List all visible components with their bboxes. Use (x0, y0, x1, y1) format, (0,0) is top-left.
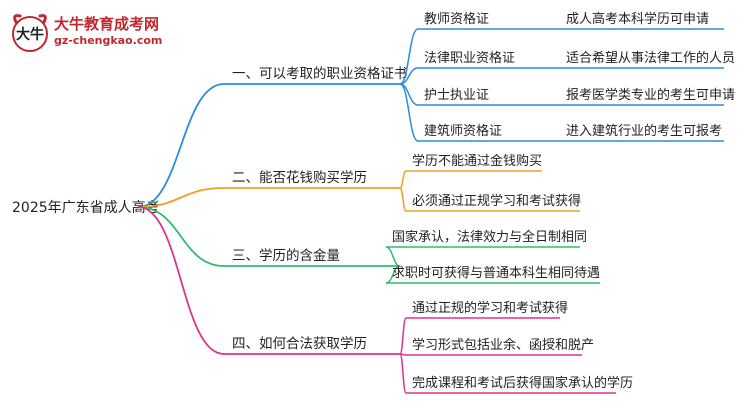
leaf-detail: 进入建筑行业的考生可报考 (566, 123, 722, 139)
leaf-connector (399, 187, 407, 212)
branch-connector (137, 187, 225, 208)
leaf-label: 必须通过正规学习和考试获得 (412, 193, 581, 209)
branch-label: 三、学历的含金量 (232, 248, 340, 264)
brand-url: gz-chengkao.com (54, 34, 163, 47)
branch-connector (137, 206, 225, 267)
bull-mascot-icon: 大牛 (12, 14, 48, 52)
leaf-label: 求职时可获得与普通本科生相同待遇 (392, 265, 600, 281)
branch-connector (137, 83, 225, 208)
leaf-connector (399, 317, 407, 355)
leaf-connector (399, 67, 419, 85)
leaf-label: 建筑师资格证 (424, 123, 502, 139)
leaf-detail: 适合希望从事法律工作的人员 (566, 50, 735, 66)
site-logo[interactable]: 大牛 大牛教育成考网 gz-chengkao.com (8, 10, 208, 54)
leaf-label: 学习形式包括业余、函授和脱产 (412, 337, 594, 353)
branch-label: 一、可以考取的职业资格证书 (232, 66, 408, 82)
leaf-connector (399, 28, 419, 85)
leaf-label: 完成课程和考试后获得国家承认的学历 (412, 375, 633, 391)
leaf-label: 学历不能通过金钱购买 (412, 153, 542, 169)
leaf-connector (385, 246, 401, 267)
leaf-detail: 成人高考本科学历可申请 (566, 11, 709, 27)
logo-mark-text: 大牛 (16, 26, 44, 43)
branch-label: 四、如何合法获取学历 (232, 336, 367, 352)
brand-name: 大牛教育成考网 (54, 15, 160, 33)
branch-connector (137, 206, 225, 355)
leaf-label: 护士执业证 (424, 88, 489, 103)
leaf-detail: 报考医学类专业的考生可申请 (566, 87, 735, 103)
leaf-label: 通过正规的学习和考试获得 (412, 300, 568, 316)
branch-label: 二、能否花钱购买学历 (232, 170, 367, 186)
root-topic: 2025年广东省成人高考 (12, 199, 160, 216)
leaf-connector (399, 83, 419, 142)
leaf-label: 国家承认，法律效力与全日制相同 (392, 229, 587, 245)
leaf-connector (399, 353, 407, 394)
leaf-connector (399, 170, 407, 189)
leaf-label: 教师资格证 (424, 11, 489, 27)
leaf-label: 法律职业资格证 (424, 50, 515, 66)
branch-4: 四、如何合法获取学历 通过正规的学习和考试获得学习形式包括业余、函授和脱产完成课程… (137, 206, 633, 394)
